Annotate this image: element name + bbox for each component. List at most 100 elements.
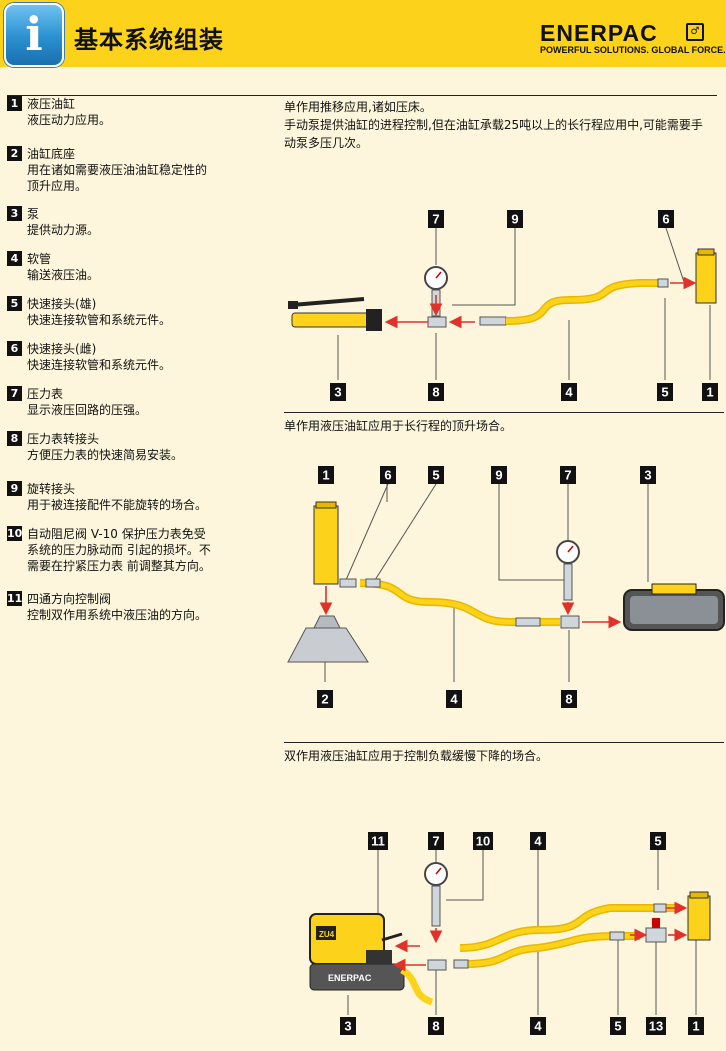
- callout-number: 3: [334, 385, 341, 400]
- callout-tag: [428, 383, 444, 401]
- callout-tag: [491, 466, 507, 484]
- legend-title: 快速接头(雄): [27, 297, 97, 311]
- legend-number: 2: [7, 146, 22, 161]
- callout-number: 7: [432, 834, 439, 849]
- callout-tag: [658, 210, 674, 228]
- callout-number: 5: [614, 1019, 621, 1034]
- legend-number: 9: [7, 481, 22, 496]
- legend-description: 需要在拧紧压力表 前调整其方向。: [27, 559, 211, 573]
- legend-text: 自动阻尼阀 V-10 保护压力表免受系统的压力脉动而 引起的损坏。不需要在拧紧压…: [27, 526, 211, 574]
- legend-description: 顶升应用。: [27, 179, 88, 193]
- caption-line: 单作用推移应用,诸如压床。: [284, 100, 432, 114]
- callout-number: 6: [662, 212, 669, 227]
- pump-brand-label: ENERPAC: [328, 973, 372, 983]
- legend-description: 用在诸如需要液压油油缸稳定性的: [27, 163, 208, 177]
- callout-number: 2: [321, 692, 328, 707]
- legend-description: 快速连接软管和系统元件。: [27, 358, 172, 372]
- caption-line: 手动泵提供油缸的进程控制,但在油缸承载25吨以上的长行程应用中,可能需要手: [284, 118, 703, 132]
- legend-title: 旋转接头: [27, 482, 76, 496]
- legend-text: 液压油缸液压动力应用。: [27, 96, 111, 128]
- callout-number: 4: [534, 1019, 542, 1034]
- legend-number: 1: [7, 96, 22, 111]
- legend-text: 软管输送液压油。: [27, 251, 99, 283]
- callout-tag: [317, 690, 333, 708]
- page-title: 基本系统组装: [74, 26, 224, 54]
- hydraulic-cylinder: [695, 248, 717, 304]
- legend-title: 油缸底座: [27, 147, 76, 161]
- callout-number: 8: [432, 385, 439, 400]
- legend-number: 5: [7, 296, 22, 311]
- legend-title: 泵: [27, 207, 40, 221]
- callout-number: 9: [495, 468, 502, 483]
- legend-text: 快速接头(雌) 快速连接软管和系统元件。: [27, 341, 171, 373]
- divider: [7, 95, 717, 96]
- callout-number: 4: [565, 385, 573, 400]
- callout-tag: [688, 1017, 704, 1035]
- legend-number: 10: [7, 526, 23, 541]
- legend-title: 快速接头(雌): [27, 342, 97, 356]
- legend-item: 1 液压油缸液压动力应用。: [7, 96, 111, 128]
- legend-description: 系统的压力脉动而 引起的损坏。不: [27, 543, 211, 557]
- hand-pump: [288, 297, 382, 331]
- electric-pump: [623, 583, 725, 631]
- callout-tag: [610, 1017, 626, 1035]
- legend-title: 液压油缸: [27, 97, 76, 111]
- callout-tag: [446, 690, 462, 708]
- section1-caption: 单作用推移应用,诸如压床。 手动泵提供油缸的进程控制,但在油缸承载25吨以上的长…: [284, 98, 720, 152]
- callout-tag: [650, 832, 666, 850]
- cylinder-base: [287, 615, 369, 663]
- pressure-gauge: [556, 540, 580, 601]
- callout-number: 1: [322, 468, 329, 483]
- callout-tag: [561, 383, 577, 401]
- callout-number: 5: [432, 468, 439, 483]
- callout-number: 3: [644, 468, 651, 483]
- callout-tag: [657, 383, 673, 401]
- header-bar: i 基本系统组装 ENERPAC ♂ POWERFUL SOLUTIONS. G…: [0, 0, 726, 67]
- legend-description: 方便压力表的快速简易安装。: [27, 448, 184, 462]
- callout-number: 5: [654, 834, 661, 849]
- brand-mark-icon: ♂: [686, 23, 704, 41]
- legend-number: 7: [7, 386, 22, 401]
- legend-title: 自动阻尼阀 V-10 保护压力表免受: [27, 527, 206, 541]
- legend-text: 旋转接头用于被连接配件不能旋转的场合。: [27, 481, 207, 513]
- legend-description: 控制双作用系统中液压油的方向。: [27, 608, 208, 622]
- callout-tag: [646, 1017, 666, 1035]
- callout-tag: [318, 466, 334, 484]
- legend-text: 四通方向控制阀控制双作用系统中液压油的方向。: [27, 591, 207, 623]
- electric-pump: ZU4 ENERPAC: [309, 913, 434, 1006]
- hydraulic-cylinder: [313, 501, 339, 585]
- callout-tag: [380, 466, 396, 484]
- divider: [284, 742, 724, 743]
- callout-tag: [428, 832, 444, 850]
- pump-badge: ZU4: [319, 930, 335, 939]
- divider: [284, 412, 724, 413]
- info-icon: i: [4, 3, 64, 67]
- callout-number: 8: [432, 1019, 439, 1034]
- caption-line: 动泵多压几次。: [284, 136, 369, 150]
- legend-title: 压力表: [27, 387, 64, 401]
- callout-tag: [428, 1017, 444, 1035]
- callout-number: 1: [706, 385, 713, 400]
- callout-tag: [368, 832, 388, 850]
- legend-item: 2 油缸底座用在诸如需要液压油油缸稳定性的顶升应用。: [7, 146, 207, 194]
- callout-number: 7: [564, 468, 571, 483]
- callout-number: 5: [661, 385, 668, 400]
- callout-number: 4: [534, 834, 542, 849]
- callout-tag: [473, 832, 493, 850]
- callout-number: 3: [344, 1019, 351, 1034]
- legend-number: 3: [7, 206, 22, 221]
- callout-tag: [640, 466, 656, 484]
- callout-number: 4: [450, 692, 458, 707]
- callout-tag: [702, 383, 718, 401]
- callout-tag: [330, 383, 346, 401]
- legend-description: 输送液压油。: [27, 268, 100, 282]
- callout-tag: [530, 1017, 546, 1035]
- callout-number: 9: [511, 212, 518, 227]
- legend-number: 8: [7, 431, 22, 446]
